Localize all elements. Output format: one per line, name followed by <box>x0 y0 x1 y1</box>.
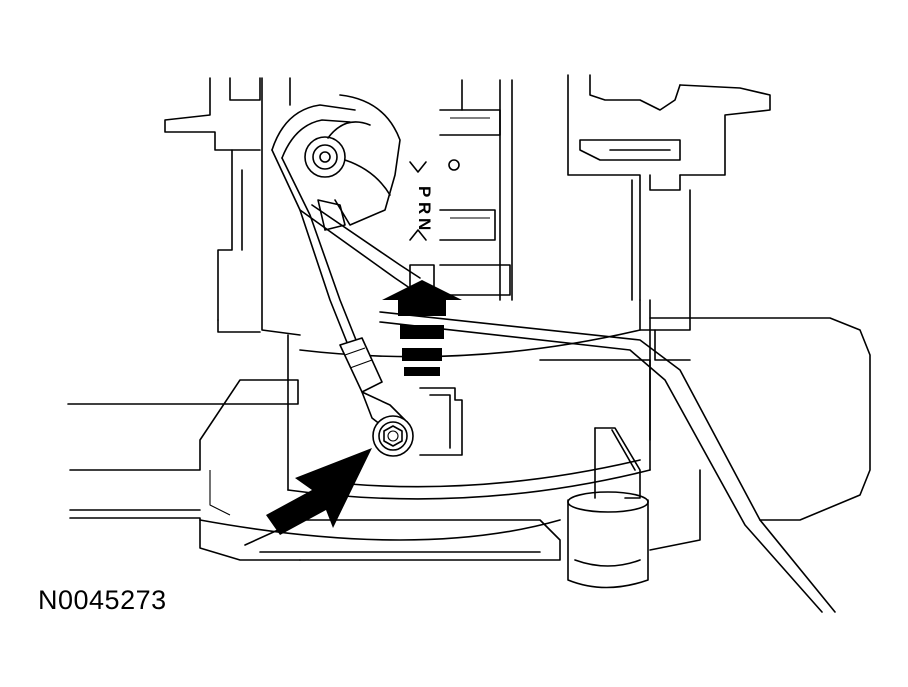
gear-letter-n: N <box>415 218 434 230</box>
left-bracket <box>164 77 261 333</box>
gear-position-markings: P R N <box>409 161 434 241</box>
gear-letter-r: R <box>415 202 434 214</box>
wire-harness <box>271 104 836 613</box>
bolt-callout-arrow <box>266 448 372 535</box>
figure-id-label: N0045273 <box>38 585 167 615</box>
wire-clamp <box>304 94 401 231</box>
right-bracket <box>567 74 771 361</box>
sensor-housing <box>199 77 651 541</box>
gear-letter-p: P <box>415 186 434 197</box>
lift-direction-arrow <box>382 280 462 376</box>
lower-stud <box>567 491 649 589</box>
bolt <box>378 421 408 451</box>
